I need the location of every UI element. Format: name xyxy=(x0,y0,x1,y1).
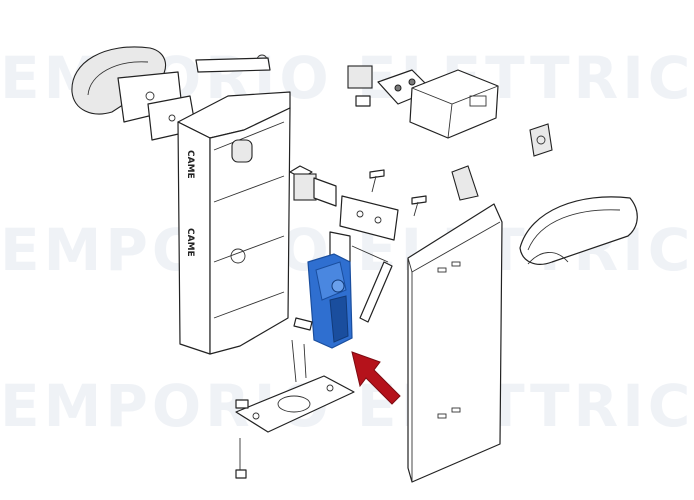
base-plate-part xyxy=(235,375,355,433)
gearmotor-highlighted-part xyxy=(307,253,353,349)
spring-bracket-part xyxy=(339,195,399,241)
anchor-bolts-part xyxy=(235,339,307,479)
top-hood-part xyxy=(519,196,638,265)
pin-part xyxy=(293,317,313,331)
wedge-part xyxy=(451,165,479,201)
control-box-part xyxy=(409,69,499,139)
brand-mark-lower: CAME xyxy=(185,228,195,257)
cable-clamp-part xyxy=(529,123,553,157)
brand-mark-upper: CAME xyxy=(185,150,195,179)
front-cover-part xyxy=(407,203,503,483)
highlight-arrow xyxy=(351,351,401,405)
link-arms-part xyxy=(329,231,393,323)
shaft-pulley-part xyxy=(289,165,337,207)
bolts-part xyxy=(369,169,427,217)
cabinet-frame-part: CAME CAME xyxy=(177,54,291,355)
